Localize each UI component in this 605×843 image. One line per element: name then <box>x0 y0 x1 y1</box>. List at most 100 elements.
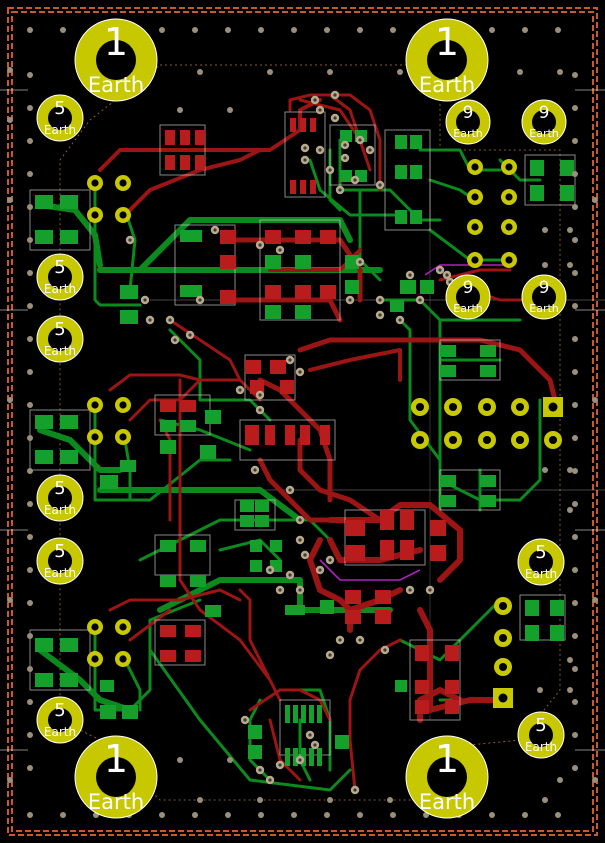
hole-number: 9 <box>539 278 550 298</box>
via-drill <box>238 388 242 392</box>
stitch-via <box>27 812 33 818</box>
smd-pad <box>255 515 269 527</box>
stitch-via <box>27 666 33 672</box>
smd-pad <box>300 425 310 445</box>
smd-pad <box>285 605 305 615</box>
via-drill <box>313 743 317 747</box>
smd-pad <box>530 160 544 176</box>
stitch-via <box>572 765 578 771</box>
smd-pad <box>309 748 314 766</box>
via-drill <box>288 573 292 577</box>
tht-drill <box>415 435 425 445</box>
stitch-via <box>27 138 33 144</box>
via-drill <box>303 146 307 150</box>
smd-pad <box>310 118 316 132</box>
stitch-via <box>27 567 33 573</box>
smd-pad <box>190 575 206 587</box>
hole-5-left-1: 5 Earth <box>36 94 84 142</box>
stitch-via <box>572 105 578 111</box>
stitch-via <box>592 197 598 203</box>
smd-pad <box>525 600 539 616</box>
via-drill <box>258 393 262 397</box>
smd-pad <box>270 540 282 552</box>
stitch-via <box>27 534 33 540</box>
stitch-via <box>324 812 330 818</box>
stitch-via <box>572 336 578 342</box>
stitch-via <box>572 666 578 672</box>
hole-label: Earth <box>44 344 76 358</box>
hole-label: Earth <box>88 790 144 814</box>
smd-pad <box>293 748 298 766</box>
smd-pad <box>395 165 407 179</box>
stitch-via <box>225 27 231 33</box>
via-drill <box>303 553 307 557</box>
smd-pad <box>420 280 434 294</box>
stitch-via <box>572 600 578 606</box>
tht-drill <box>119 433 127 441</box>
stitch-via <box>7 397 13 403</box>
stitch-via <box>227 107 233 113</box>
smd-pad <box>35 673 53 687</box>
stitch-via <box>197 69 203 75</box>
stitch-via <box>572 468 578 474</box>
smd-pad <box>320 425 330 445</box>
via-drill <box>378 313 382 317</box>
via-drill <box>298 588 302 592</box>
via-drill <box>333 93 337 97</box>
smd-pad <box>160 575 176 587</box>
via-drill <box>288 488 292 492</box>
stitch-via <box>357 812 363 818</box>
stitch-via <box>522 812 528 818</box>
tht-drill <box>505 193 513 201</box>
stitch-via <box>572 567 578 573</box>
via-drill <box>333 116 337 120</box>
smd-pad <box>560 160 574 176</box>
stitch-via <box>542 227 548 233</box>
smd-pad <box>440 475 456 487</box>
stitch-via <box>572 369 578 375</box>
stitch-via <box>7 777 13 783</box>
stitch-via <box>27 369 33 375</box>
stitch-via <box>27 765 33 771</box>
smd-pad <box>35 450 53 464</box>
stitch-via <box>572 270 578 276</box>
smd-pad <box>345 280 359 294</box>
smd-pad <box>60 230 78 244</box>
via-drill <box>358 138 362 142</box>
stitch-via <box>567 262 573 268</box>
hole-9-3: 9 Earth <box>445 274 491 320</box>
tht-drill <box>119 401 127 409</box>
smd-pad <box>180 230 202 242</box>
smd-pad <box>190 540 206 552</box>
stitch-via <box>291 27 297 33</box>
smd-pad <box>440 365 456 377</box>
tht-drill <box>119 623 127 631</box>
smd-pad <box>445 700 459 714</box>
smd-pad <box>345 545 365 561</box>
stitch-via <box>27 72 33 78</box>
smd-pad <box>400 510 414 530</box>
stitch-via <box>27 105 33 111</box>
tht-drill <box>119 655 127 663</box>
smd-pad <box>165 155 175 170</box>
via-drill <box>428 588 432 592</box>
stitch-via <box>572 534 578 540</box>
stitch-via <box>324 27 330 33</box>
via-drill <box>298 758 302 762</box>
hole-label: Earth <box>44 282 76 296</box>
smd-pad <box>309 705 314 723</box>
board-outline <box>7 7 598 836</box>
stitch-via <box>572 699 578 705</box>
stitch-via <box>27 27 33 33</box>
smd-pad <box>250 540 262 552</box>
component-outlines <box>29 111 576 756</box>
stitch-via <box>27 600 33 606</box>
stitch-via <box>387 797 393 803</box>
via-drill <box>143 298 147 302</box>
smd-pad <box>301 705 306 723</box>
smd-pad <box>35 415 53 429</box>
via-drill <box>268 568 272 572</box>
via-drill <box>378 298 382 302</box>
hole-label: Earth <box>419 73 475 97</box>
smd-pad <box>390 300 404 312</box>
